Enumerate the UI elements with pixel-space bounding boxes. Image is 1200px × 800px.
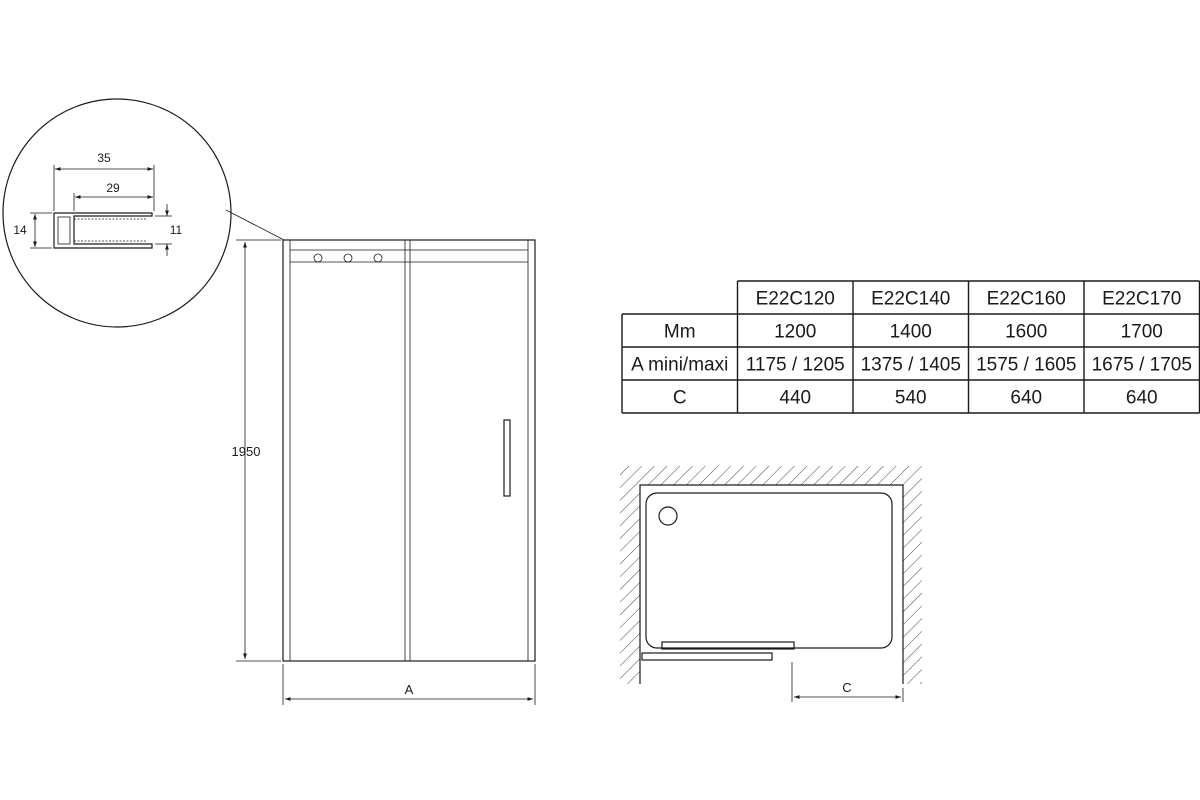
roller-icon xyxy=(343,253,353,263)
profile-detail: 35 29 14 11 xyxy=(2,98,285,328)
table-header-cell: E22C120 xyxy=(756,289,835,310)
table-cell: 440 xyxy=(779,388,811,409)
front-view: 1950 A xyxy=(232,239,536,705)
dim-width-label: A xyxy=(405,682,414,697)
dim-height-label: 1950 xyxy=(232,444,261,459)
profile-section xyxy=(53,212,153,249)
table-row-label: A mini/maxi xyxy=(631,355,728,376)
detail-leader-line xyxy=(225,209,285,241)
roller-icon xyxy=(373,253,383,263)
dim-11-label: 11 xyxy=(170,223,183,237)
table-cell: 640 xyxy=(1010,388,1042,409)
door-handle xyxy=(503,419,511,497)
dim-29-label: 29 xyxy=(106,181,120,195)
roller-icon xyxy=(313,253,323,263)
table-cell: 1700 xyxy=(1121,322,1163,343)
table-header-cell: E22C170 xyxy=(1102,289,1181,310)
table-row-label: C xyxy=(673,388,687,409)
drain-icon xyxy=(658,506,678,526)
table-cell: 640 xyxy=(1126,388,1158,409)
fixed-panel xyxy=(661,641,795,650)
table-cell: 1600 xyxy=(1005,322,1047,343)
table-row-label: Mm xyxy=(664,322,696,343)
table-cell: 1575 / 1605 xyxy=(976,355,1076,376)
dim-opening-label: C xyxy=(842,680,851,695)
shower-tray xyxy=(645,492,893,649)
table-cell: 1675 / 1705 xyxy=(1092,355,1192,376)
sliding-panel xyxy=(641,652,773,661)
dim-35-label: 35 xyxy=(97,151,111,165)
table-cell: 1200 xyxy=(774,322,816,343)
table-cell: 1400 xyxy=(890,322,932,343)
table-cell: 540 xyxy=(895,388,927,409)
plan-view: C xyxy=(620,466,922,702)
door-frame xyxy=(282,239,536,662)
table-cell: 1175 / 1205 xyxy=(746,355,845,376)
table-header-cell: E22C140 xyxy=(871,289,950,310)
dim-14-label: 14 xyxy=(13,223,27,237)
table-cell: 1375 / 1405 xyxy=(861,355,961,376)
table-header-cell: E22C160 xyxy=(987,289,1066,310)
wall-hatch xyxy=(620,466,922,684)
